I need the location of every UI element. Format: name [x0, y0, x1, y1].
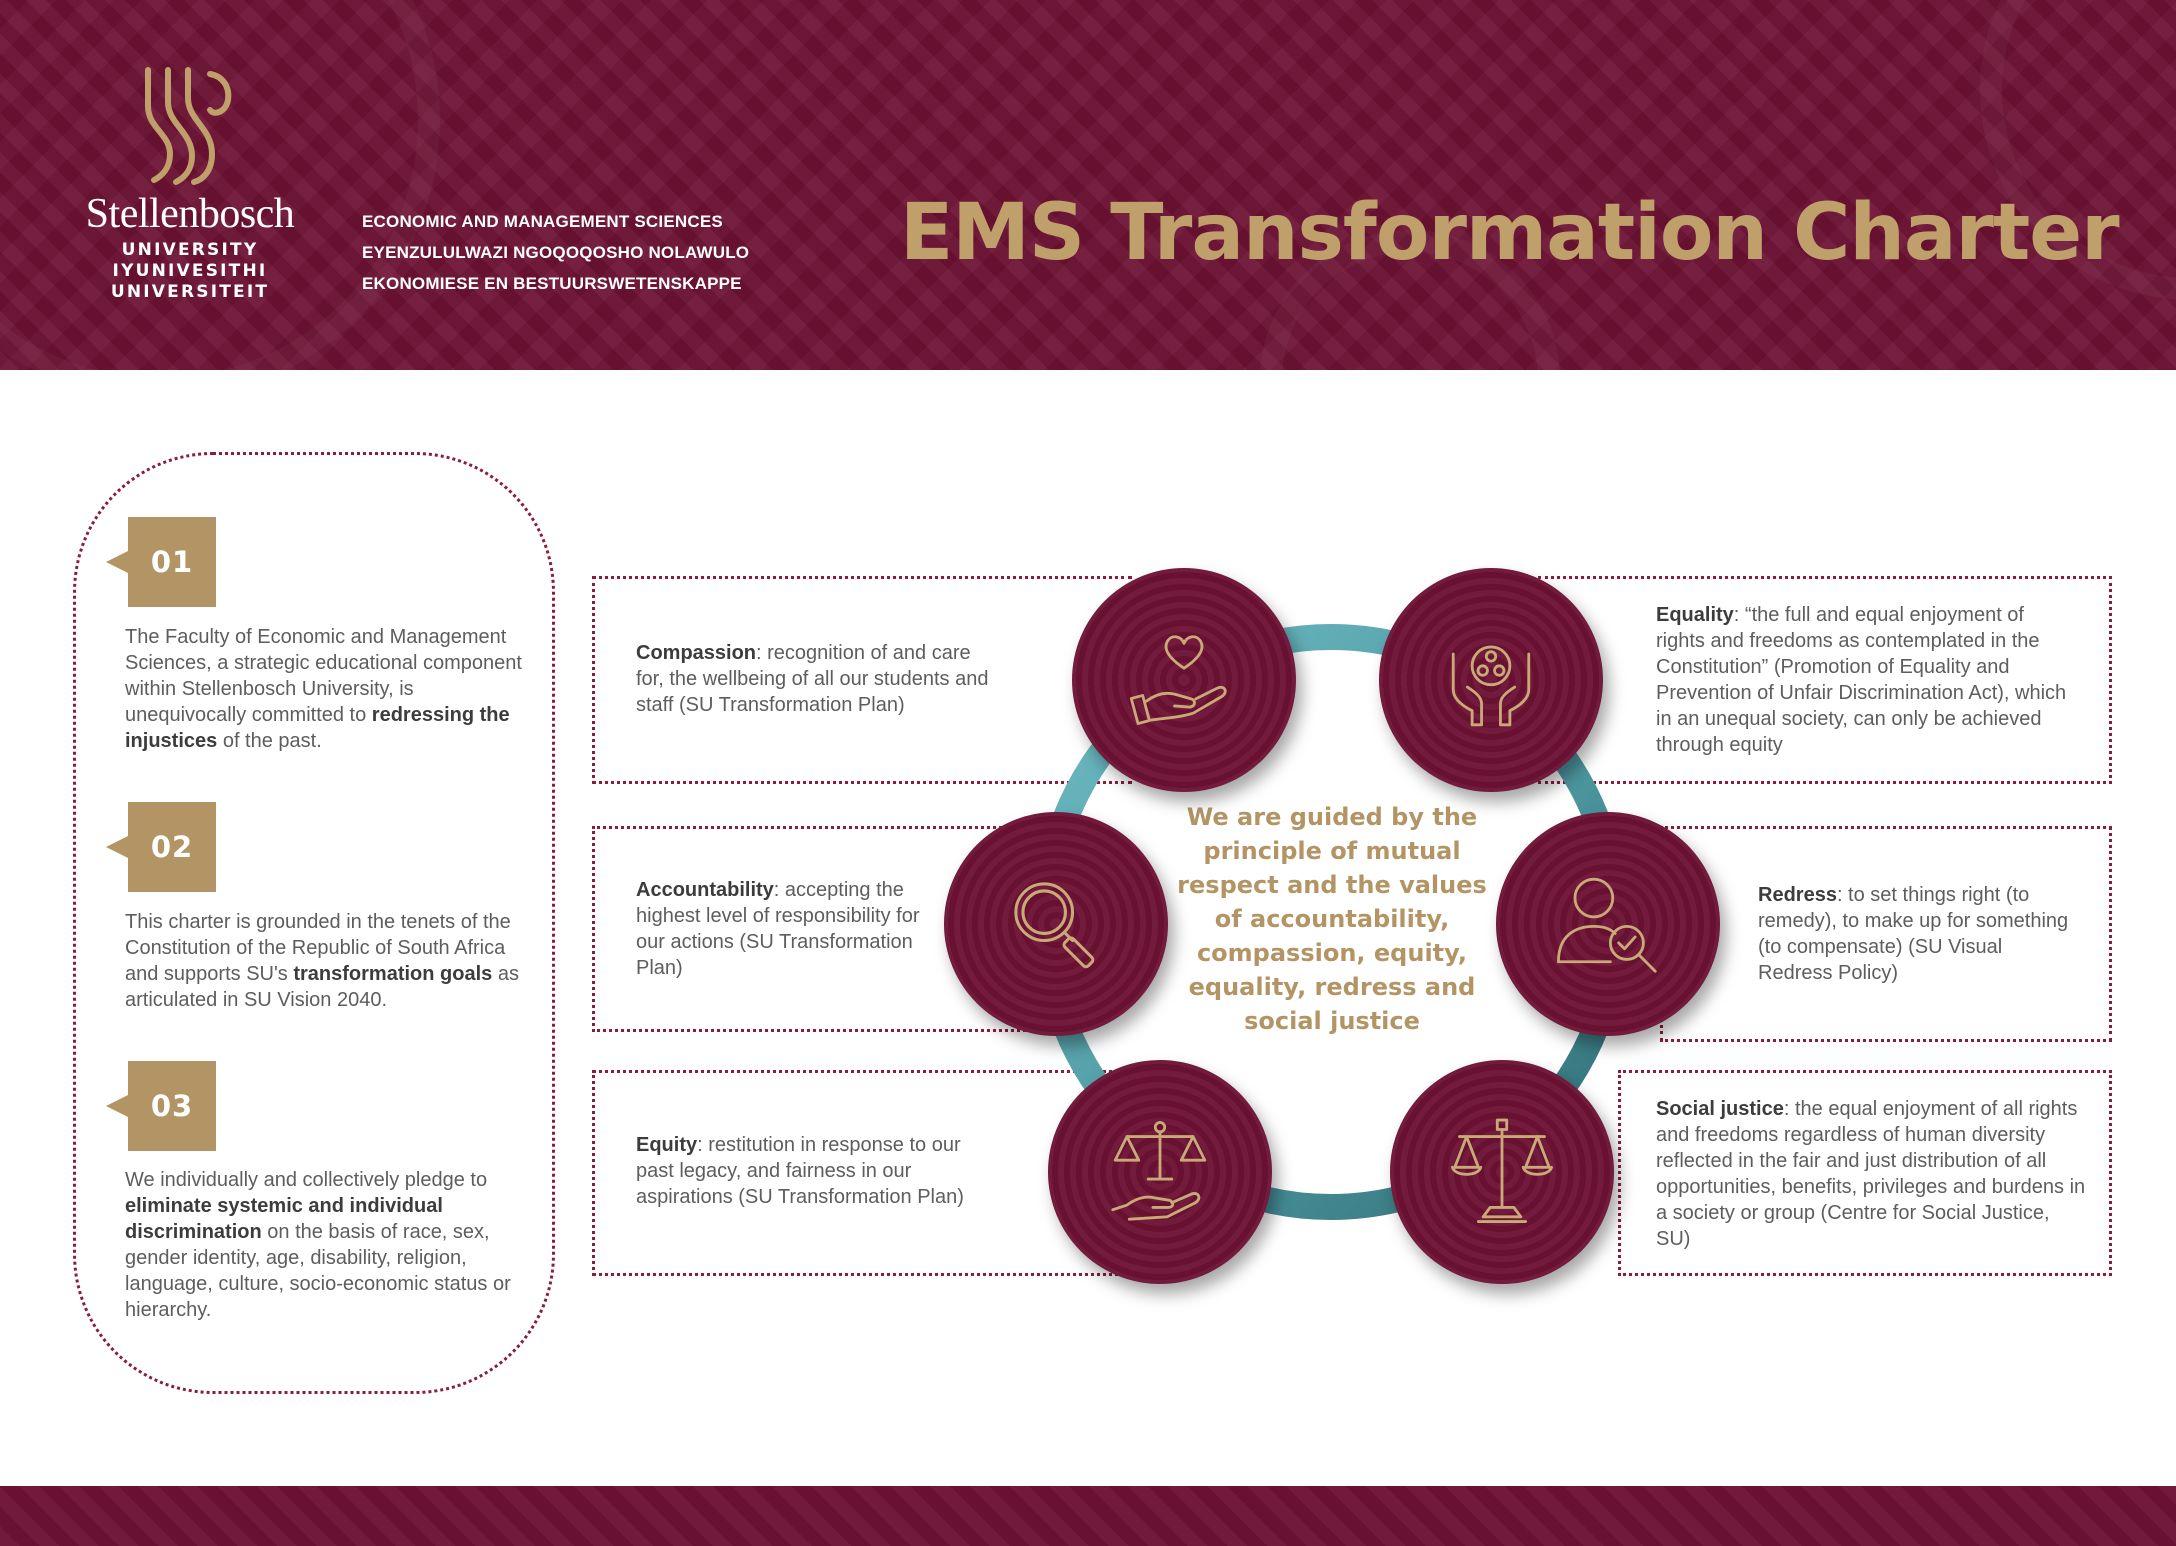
- faculty-name-af: EKONOMIESE EN BESTUURSWETENSKAPPE: [362, 274, 742, 293]
- commitment-text: This charter is grounded in the tenets o…: [125, 911, 519, 1011]
- stellenbosch-logo-icon: [145, 67, 232, 185]
- magnifier-icon: [1014, 882, 1095, 969]
- commitments-panel: [73, 452, 555, 1394]
- university-name: Stellenbosch: [85, 191, 295, 237]
- social-justice-text: Social justice: the equal enjoyment of a…: [1656, 1098, 2086, 1250]
- social-justice-box: [1618, 1070, 2112, 1276]
- redress-text: Redress: to set things right (to remedy)…: [1758, 884, 2069, 984]
- commitment-text: We individually and collectively pledge …: [125, 1169, 511, 1321]
- university-line-xh: IYUNIVESITHI: [112, 261, 268, 281]
- hands-people-icon: [1451, 645, 1531, 727]
- justice-scale-icon: [1451, 1118, 1553, 1223]
- footer-band: [0, 1486, 2176, 1546]
- compassion-text: Compassion: recognition of and care for,…: [636, 642, 989, 716]
- social-justice-circle: [1390, 1060, 1614, 1284]
- redress-circle: [1496, 812, 1720, 1036]
- equality-circle: [1379, 568, 1603, 792]
- commitment-number-badge: 02: [106, 802, 216, 892]
- scale-hand-icon: [1111, 1121, 1207, 1221]
- commitment-number-badge: 03: [106, 1061, 216, 1151]
- centre-statement: We are guided by the principle of mutual…: [1177, 803, 1487, 1035]
- compassion-circle: [1072, 568, 1296, 792]
- university-line-en: UNIVERSITY: [121, 240, 259, 260]
- faculty-name-en: ECONOMIC AND MANAGEMENT SCIENCES: [362, 212, 723, 231]
- equity-circle: [1048, 1060, 1272, 1284]
- page-title: EMS Transformation Charter: [900, 188, 2120, 278]
- faculty-name-xh: EYENZULULWAZI NGOQOQOSHO NOLAWULO: [362, 243, 750, 262]
- heart-hand-icon: [1129, 635, 1227, 725]
- accountability-text: Accountability: accepting the highest le…: [636, 879, 920, 979]
- person-check-icon: [1557, 877, 1657, 973]
- university-line-af: UNIVERSITEIT: [110, 282, 270, 302]
- equity-text: Equity: restitution in response to our p…: [636, 1134, 964, 1208]
- commitment-number-badge: 01: [106, 517, 216, 607]
- commitment-text: The Faculty of Economic and Management S…: [125, 626, 522, 752]
- equality-text: Equality: “the full and equal enjoyment …: [1656, 604, 2067, 756]
- header-banner: Stellenbosch UNIVERSITY IYUNIVESITHI UNI…: [0, 0, 2176, 370]
- accountability-circle: [944, 812, 1168, 1036]
